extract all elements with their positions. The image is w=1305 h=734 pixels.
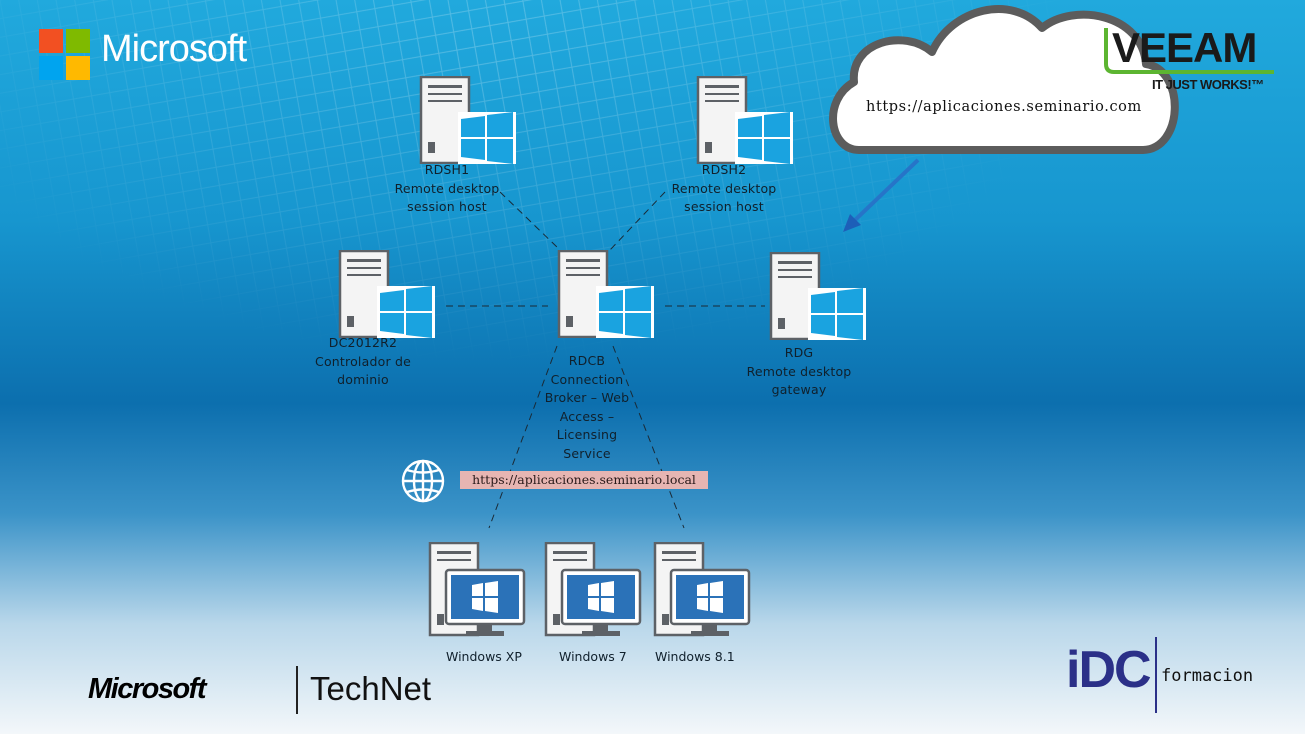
link-rdcb-clients-right: [612, 345, 685, 529]
technet-wordmark: TechNet: [310, 670, 432, 707]
client-win81-icon: [653, 541, 751, 642]
svg-text:VEEAM: VEEAM: [1112, 24, 1256, 71]
technet-divider: [296, 666, 298, 714]
client-win7-icon: [544, 541, 642, 642]
dc-server-icon: [338, 249, 436, 342]
idc-wordmark: iDC: [1066, 641, 1152, 699]
cloud-icon: [829, 5, 1179, 154]
veeam-tagline: IT JUST WORKS!™: [1152, 77, 1264, 92]
rdg-server-icon: [769, 251, 867, 344]
microsoft-logo: [39, 29, 90, 80]
link-rdsh1-rdcb: [499, 191, 561, 251]
link-rdsh2-rdcb: [609, 191, 666, 251]
microsoft-wordmark: Microsoft: [101, 28, 247, 70]
microsoft-tiles-icon: [39, 29, 90, 80]
cloud-to-gateway-arrow: [843, 158, 920, 232]
client-winxp-icon: [428, 541, 526, 642]
technet-microsoft-wordmark: Microsoft: [88, 673, 207, 705]
veeam-wordmark-icon: VEEAM: [1104, 24, 1274, 74]
rdsh1-server-icon: [419, 75, 517, 168]
local-url-label: https://aplicaciones.seminario.local: [460, 471, 708, 489]
globe-icon: [401, 459, 445, 503]
link-rdcb-clients-left: [488, 345, 558, 529]
rdcb-server-icon: [557, 249, 655, 342]
cloud-url-label: https://aplicaciones.seminario.com: [866, 99, 1142, 115]
veeam-logo: VEEAM IT JUST WORKS!™: [1100, 24, 1278, 96]
client-winxp-label: Windows XP: [446, 649, 522, 664]
client-win7-label: Windows 7: [559, 649, 627, 664]
idc-formacion-text: formacion: [1161, 666, 1254, 686]
idc-divider: [1155, 637, 1157, 713]
rdsh2-server-icon: [696, 75, 794, 168]
client-win81-label: Windows 8.1: [655, 649, 735, 664]
